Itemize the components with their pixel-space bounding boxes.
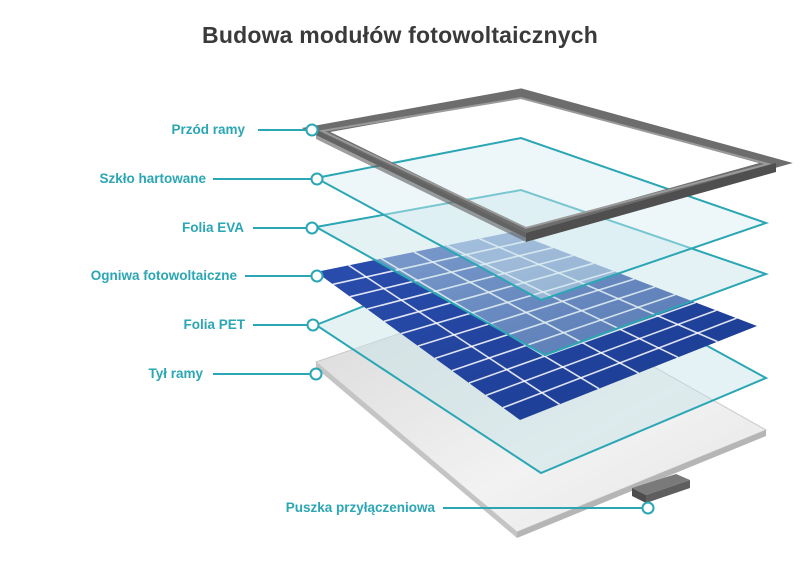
cell-gap-line	[348, 264, 560, 406]
pointer-dot-frame-front	[305, 123, 319, 137]
label-pv-cells: Ogniwa fotowoltaiczne	[90, 268, 237, 283]
pointer-dot-pet-film	[306, 318, 320, 332]
label-frame-front: Przód ramy	[171, 122, 245, 137]
pointer-dot-tempered-glass	[310, 172, 324, 186]
label-eva-film: Folia EVA	[181, 220, 244, 235]
diagram-title: Budowa modułów fotowoltaicznych	[202, 22, 598, 48]
label-pet-film: Folia PET	[183, 317, 245, 332]
leader-lines	[213, 123, 655, 515]
junction-box	[632, 474, 690, 503]
pointer-dot-junction-box	[641, 501, 655, 515]
label-junction-box: Puszka przyłączeniowa	[285, 500, 435, 515]
front-frame-layer	[301, 88, 793, 242]
pointer-dot-eva-film	[305, 221, 319, 235]
label-tempered-glass: Szkło hartowane	[99, 171, 206, 186]
label-frame-back: Tył ramy	[148, 366, 203, 381]
pointer-dot-frame-back	[309, 367, 323, 381]
pointer-dot-pv-cells	[310, 269, 324, 283]
tempered-glass-layer	[313, 136, 770, 302]
